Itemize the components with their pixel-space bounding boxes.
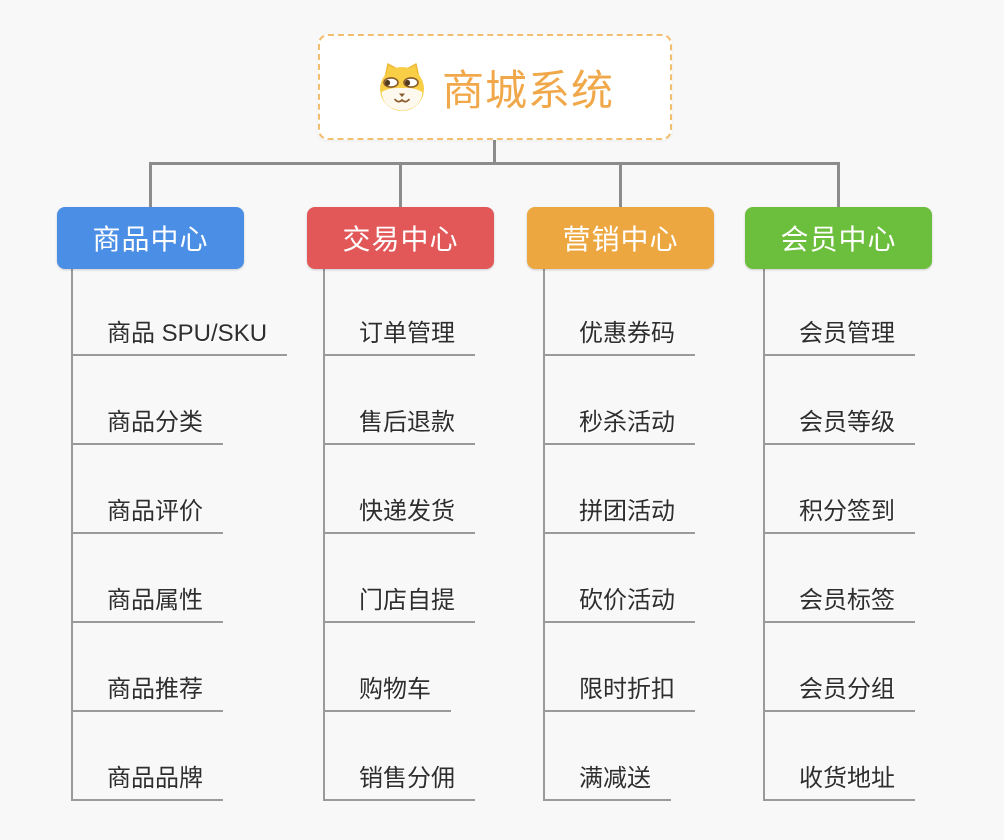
connector-column-line [323, 269, 325, 801]
branch-node-marketing-center[interactable]: 营销中心 [527, 207, 714, 269]
leaf-node[interactable]: 商品品牌 [71, 755, 223, 801]
leaf-label: 收货地址 [799, 765, 895, 792]
leaf-node[interactable]: 商品评价 [71, 488, 223, 534]
leaf-node[interactable]: 限时折扣 [543, 666, 695, 712]
leaf-node[interactable]: 会员等级 [763, 399, 915, 445]
leaf-label: 门店自提 [359, 587, 455, 614]
connector-horizontal [149, 162, 840, 165]
leaf-label: 秒杀活动 [579, 409, 675, 436]
leaf-label: 快递发货 [359, 498, 455, 525]
connector-root-drop [493, 140, 496, 163]
leaf-node[interactable]: 会员管理 [763, 310, 915, 356]
connector-branch-drop [619, 164, 622, 207]
leaf-label: 商品品牌 [107, 765, 203, 792]
leaf-node[interactable]: 积分签到 [763, 488, 915, 534]
connector-branch-drop [399, 164, 402, 207]
connector-branch-drop [149, 164, 152, 207]
leaf-node[interactable]: 快递发货 [323, 488, 475, 534]
branch-label: 营销中心 [562, 224, 679, 255]
connector-column-line [71, 269, 73, 801]
leaf-node[interactable]: 售后退款 [323, 399, 475, 445]
branch-label: 交易中心 [342, 224, 459, 255]
leaf-label: 限时折扣 [579, 676, 675, 703]
connector-column-line [543, 269, 545, 801]
shiba-dog-icon [379, 63, 424, 111]
connector-branch-drop [837, 164, 840, 207]
leaf-node[interactable]: 商品 SPU/SKU [71, 310, 288, 356]
branch-node-member-center[interactable]: 会员中心 [745, 207, 932, 269]
leaf-label: 优惠券码 [579, 320, 675, 347]
leaf-node[interactable]: 会员标签 [763, 577, 915, 623]
leaf-label: 会员管理 [799, 320, 895, 347]
branch-label: 商品中心 [92, 224, 209, 255]
leaf-label: 销售分佣 [359, 765, 455, 792]
root-node[interactable]: 商城系统 [318, 34, 672, 140]
leaf-label: 积分签到 [799, 498, 895, 525]
leaf-node[interactable]: 销售分佣 [323, 755, 475, 801]
leaf-label: 砍价活动 [579, 587, 675, 614]
leaf-label: 商品属性 [107, 587, 203, 614]
leaf-node[interactable]: 秒杀活动 [543, 399, 695, 445]
leaf-node[interactable]: 订单管理 [323, 310, 475, 356]
leaf-node[interactable]: 商品推荐 [71, 666, 223, 712]
leaf-label: 会员等级 [799, 409, 895, 436]
branch-node-trade-center[interactable]: 交易中心 [307, 207, 494, 269]
leaf-node[interactable]: 拼团活动 [543, 488, 695, 534]
leaf-label: 会员标签 [799, 587, 895, 614]
leaf-node[interactable]: 会员分组 [763, 666, 915, 712]
leaf-label: 商品分类 [107, 409, 203, 436]
leaf-label: 会员分组 [799, 676, 895, 703]
leaf-node[interactable]: 收货地址 [763, 755, 915, 801]
leaf-node[interactable]: 商品属性 [71, 577, 223, 623]
branch-node-product-center[interactable]: 商品中心 [57, 207, 244, 269]
leaf-label: 售后退款 [359, 409, 455, 436]
leaf-label: 商品推荐 [107, 676, 203, 703]
branch-label: 会员中心 [780, 224, 897, 255]
leaf-label: 订单管理 [359, 320, 455, 347]
root-title: 商城系统 [441, 66, 614, 114]
leaf-node[interactable]: 门店自提 [323, 577, 475, 623]
leaf-label: 拼团活动 [579, 498, 675, 525]
connector-column-line [763, 269, 765, 801]
leaf-node[interactable]: 商品分类 [71, 399, 223, 445]
leaf-label: 满减送 [579, 765, 651, 792]
leaf-node[interactable]: 购物车 [323, 666, 451, 712]
leaf-label: 购物车 [359, 676, 431, 703]
leaf-node[interactable]: 优惠券码 [543, 310, 695, 356]
leaf-label: 商品评价 [107, 498, 203, 525]
leaf-node[interactable]: 满减送 [543, 755, 671, 801]
leaf-node[interactable]: 砍价活动 [543, 577, 695, 623]
leaf-label: 商品 SPU/SKU [107, 320, 268, 347]
